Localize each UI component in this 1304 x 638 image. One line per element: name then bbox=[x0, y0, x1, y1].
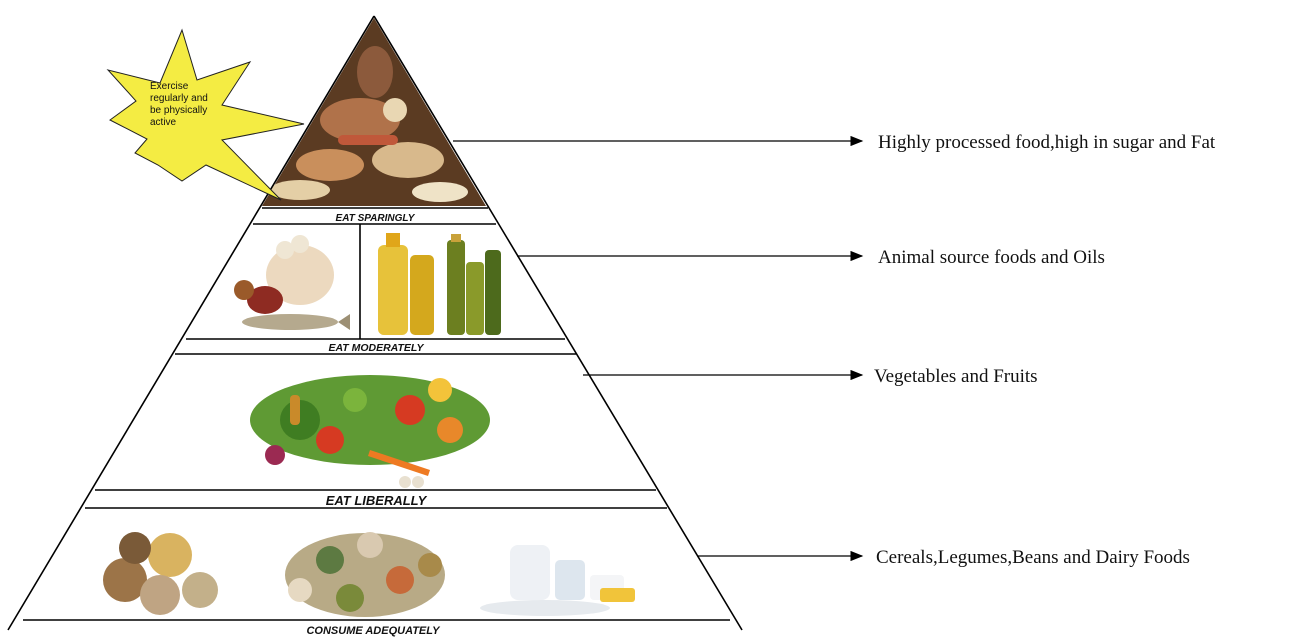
pyramid-structure bbox=[7, 15, 743, 631]
band-label-eat-liberally: EAT LIBERALLY bbox=[326, 493, 428, 508]
processed-food-image bbox=[262, 18, 486, 206]
vegetables-fruits-image bbox=[250, 375, 490, 488]
description-vegetables-fruits: Vegetables and Fruits bbox=[874, 366, 1038, 387]
pyramid-left-edge bbox=[7, 15, 375, 631]
band-label-eat-moderately: EAT MODERATELY bbox=[328, 342, 424, 354]
star-text-line: active bbox=[150, 117, 177, 128]
food-imagery bbox=[103, 18, 635, 617]
oils-image bbox=[378, 233, 501, 335]
tier-descriptions: Highly processed food,high in sugar and … bbox=[874, 132, 1216, 568]
animal-foods-image bbox=[234, 235, 350, 330]
band-label-consume-adequately: CONSUME ADEQUATELY bbox=[306, 625, 441, 637]
band-label-eat-sparingly: EAT SPARINGLY bbox=[336, 213, 416, 224]
star-text-line: be physically bbox=[150, 105, 207, 116]
star-icon bbox=[106, 28, 305, 201]
band-labels: EAT SPARINGLY EAT MODERATELY EAT LIBERAL… bbox=[306, 213, 441, 637]
callout-arrows bbox=[453, 135, 864, 562]
description-processed-food: Highly processed food,high in sugar and … bbox=[878, 132, 1216, 153]
star-text: Exercise regularly and be physically act… bbox=[150, 81, 211, 128]
description-cereals-dairy: Cereals,Legumes,Beans and Dairy Foods bbox=[876, 547, 1190, 568]
description-animal-oils: Animal source foods and Oils bbox=[878, 247, 1105, 268]
exercise-star-callout: Exercise regularly and be physically act… bbox=[106, 28, 305, 201]
star-text-line: regularly and bbox=[150, 93, 208, 104]
star-text-line: Exercise bbox=[150, 81, 189, 92]
pyramid-right-edge bbox=[373, 15, 743, 631]
cereals-legumes-dairy-image bbox=[103, 532, 635, 617]
